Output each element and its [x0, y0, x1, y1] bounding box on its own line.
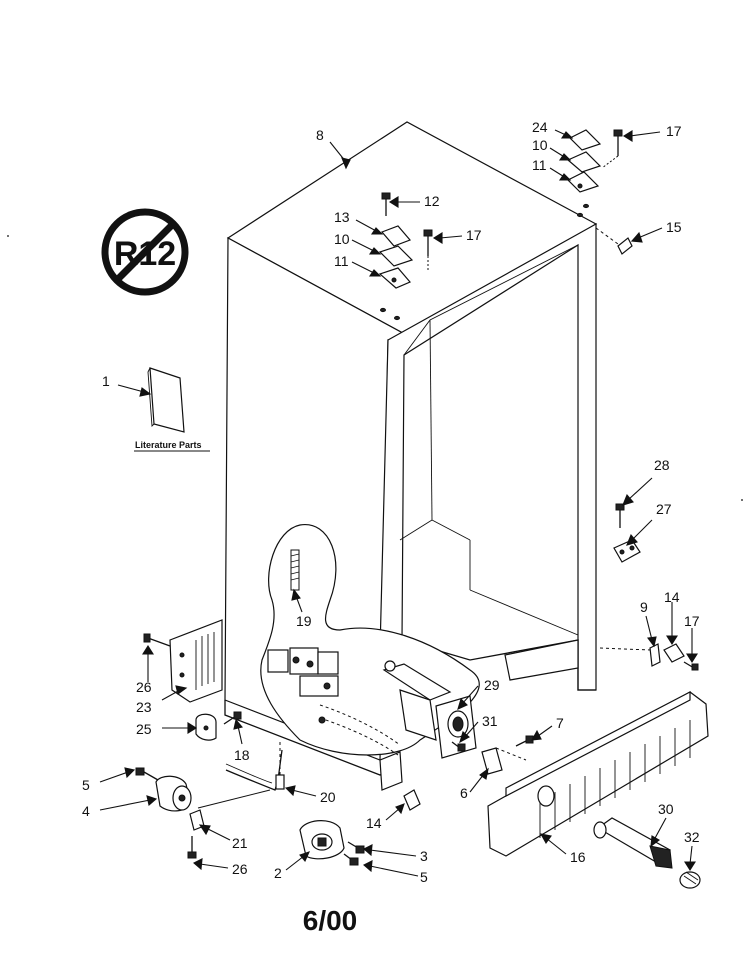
callout-7: 7 — [556, 715, 564, 731]
callout-6: 6 — [460, 785, 468, 801]
bracket-6 — [481, 735, 534, 775]
callout-17: 17 — [666, 123, 682, 139]
callout-28: 28 — [654, 457, 670, 473]
callout-15: 15 — [666, 219, 682, 235]
water-filter-30 — [593, 817, 673, 869]
callout-23: 23 — [136, 699, 152, 715]
footer-date: 6/00 — [303, 905, 358, 936]
callout-26: 26 — [136, 679, 152, 695]
callout-24: 24 — [532, 119, 548, 135]
r12-symbol: R12 — [101, 208, 189, 296]
callout-14: 14 — [366, 815, 382, 831]
callout-10: 10 — [532, 137, 548, 153]
callout-30: 30 — [658, 801, 674, 817]
compressor-relay — [267, 647, 339, 697]
top-hinge-left — [378, 192, 433, 289]
callout-16: 16 — [570, 849, 586, 865]
water-tube-20 — [197, 742, 285, 809]
callout-17: 17 — [466, 227, 482, 243]
callout-32: 32 — [684, 829, 700, 845]
valve-2 — [299, 820, 365, 866]
callout-31: 31 — [482, 713, 498, 729]
callout-8: 8 — [316, 127, 324, 143]
callout-12: 12 — [424, 193, 440, 209]
callout-5: 5 — [420, 869, 428, 885]
duct-29 — [382, 660, 477, 759]
callout-5: 5 — [82, 777, 90, 793]
literature-label: Literature Parts — [135, 440, 202, 450]
callout-labels: 8 24 17 10 11 12 13 17 10 11 15 1 28 27 … — [82, 119, 700, 885]
callout-25: 25 — [136, 721, 152, 737]
clamp-25 — [195, 711, 242, 741]
callout-21: 21 — [232, 835, 248, 851]
callout-18: 18 — [234, 747, 250, 763]
callout-10: 10 — [334, 231, 350, 247]
callout-9: 9 — [640, 599, 648, 615]
cutaway-compressor-area — [260, 524, 480, 756]
leader-lines — [99, 129, 698, 877]
callout-1: 1 — [102, 373, 110, 389]
bracket-27 — [613, 503, 641, 563]
callout-2: 2 — [274, 865, 282, 881]
callout-11: 11 — [334, 253, 349, 269]
callout-19: 19 — [296, 613, 312, 629]
callout-4: 4 — [82, 803, 90, 819]
bracket-9-14 — [599, 643, 699, 671]
callout-29: 29 — [484, 677, 500, 693]
screw-31 — [451, 741, 466, 752]
callout-11: 11 — [532, 157, 547, 173]
callout-27: 27 — [656, 501, 672, 517]
callout-17: 17 — [684, 613, 700, 629]
filter-cap-32 — [679, 871, 701, 889]
callout-26: 26 — [232, 861, 248, 877]
water-valve-4 — [135, 767, 205, 859]
callout-20: 20 — [320, 789, 336, 805]
callout-13: 13 — [334, 209, 350, 225]
callout-14: 14 — [664, 589, 680, 605]
toe-grille-16 — [487, 691, 709, 857]
rear-panel-23 — [143, 619, 223, 703]
clip-15 — [595, 227, 633, 255]
clip-14 — [403, 789, 421, 811]
callout-3: 3 — [420, 848, 428, 864]
top-hinge-right — [566, 129, 623, 193]
spring-19 — [290, 549, 300, 591]
literature-booklet: Literature Parts — [134, 367, 210, 452]
